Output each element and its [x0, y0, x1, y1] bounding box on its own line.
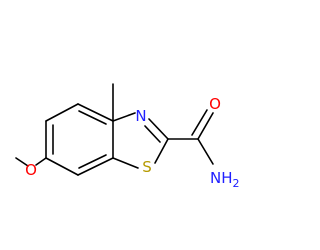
bond-carbonyl-o-double [191, 109, 208, 136]
ether-oxygen-label: O [25, 161, 37, 179]
bond-s-c7a [112, 157, 139, 169]
amide-nitrogen-label: NH2 [210, 169, 240, 190]
bond-c5-c6 [45, 103, 79, 122]
bond-c7a-c3a [77, 157, 114, 176]
sulfur-label: S [142, 158, 152, 176]
bond-n-c2 [148, 118, 169, 140]
bond-n-c2-double [144, 125, 161, 143]
bonds [15, 83, 214, 176]
carbonyl-oxygen-label: O [209, 95, 221, 113]
bond-inner-c4-c5 [78, 110, 107, 125]
bond-c2-s [154, 138, 169, 164]
bond-carbonyl-o [197, 112, 214, 140]
amide-subscript: 2 [233, 177, 240, 190]
bond-c4-c5 [77, 103, 114, 122]
bond-c7-c7a [45, 157, 79, 176]
ring-nitrogen-label: N [135, 107, 146, 125]
bond-inner-c7a-c3a [78, 154, 107, 169]
atom-labels: N S O NH2 O [25, 95, 239, 190]
bond-carbonyl-n [197, 138, 214, 165]
molecule-diagram: N S O NH2 O [15, 83, 240, 190]
amide-nh-text: NH [210, 169, 233, 187]
bond-c6-o [35, 157, 47, 166]
bond-c3a-n [112, 112, 136, 122]
structure-canvas: N S O NH2 O [15, 83, 240, 190]
bond-o-ch3 [15, 157, 29, 167]
